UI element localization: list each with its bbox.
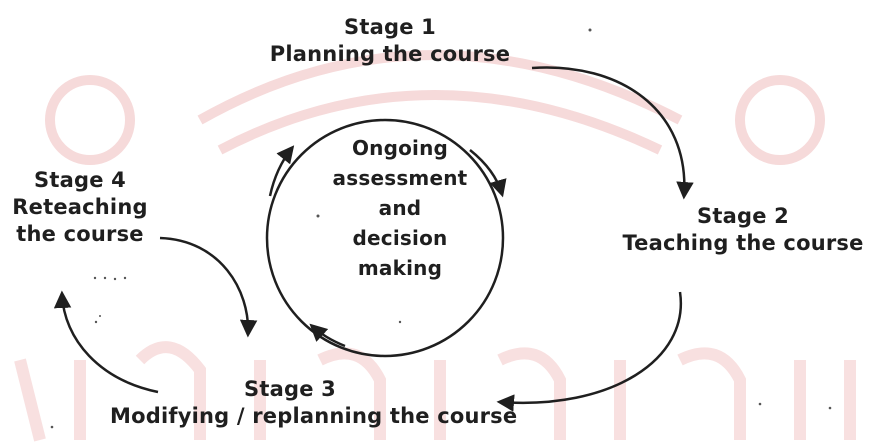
center-line-2: assessment: [332, 166, 468, 190]
stage-3-label: Stage 3 Modifying / replanning the cours…: [110, 376, 518, 430]
stage-1-label: Stage 1 Planning the course: [250, 14, 530, 68]
stage-4-title-line1: Reteaching: [12, 195, 148, 219]
arrow-stage1-to-stage2: [531, 66, 694, 200]
stage-3-title: Modifying / replanning the course: [110, 404, 518, 428]
arrow-stage4-to-stage3: [159, 236, 258, 338]
center-line-4: decision: [352, 226, 448, 250]
stage-1-number: Stage 1: [344, 15, 436, 39]
stage-4-label: Stage 4 Reteaching the course: [0, 167, 160, 248]
cycle-circle: [265, 118, 505, 358]
stage-4-number: Stage 4: [34, 168, 126, 192]
stage-2-label: Stage 2 Teaching the course: [618, 203, 868, 257]
arrow-stage2-to-stage3: [496, 291, 683, 412]
cycle-arrow-top-right: [469, 149, 507, 198]
center-cycle-label: Ongoing assessment and decision making: [300, 133, 500, 283]
scan-specks: [50, 28, 832, 429]
center-line-5: making: [357, 256, 443, 280]
stage-1-title: Planning the course: [269, 42, 511, 66]
cycle-arrow-top-left: [268, 145, 295, 197]
stage-2-number: Stage 2: [697, 204, 789, 228]
center-line-1: Ongoing: [351, 136, 449, 160]
center-line-3: and: [378, 196, 422, 220]
stage-4-title-line2: the course: [16, 222, 144, 246]
cycle-arrow-bottom: [309, 323, 346, 348]
stage-2-title: Teaching the course: [622, 231, 864, 255]
arrow-stage3-to-stage4: [53, 290, 159, 394]
stage-3-number: Stage 3: [244, 377, 336, 401]
